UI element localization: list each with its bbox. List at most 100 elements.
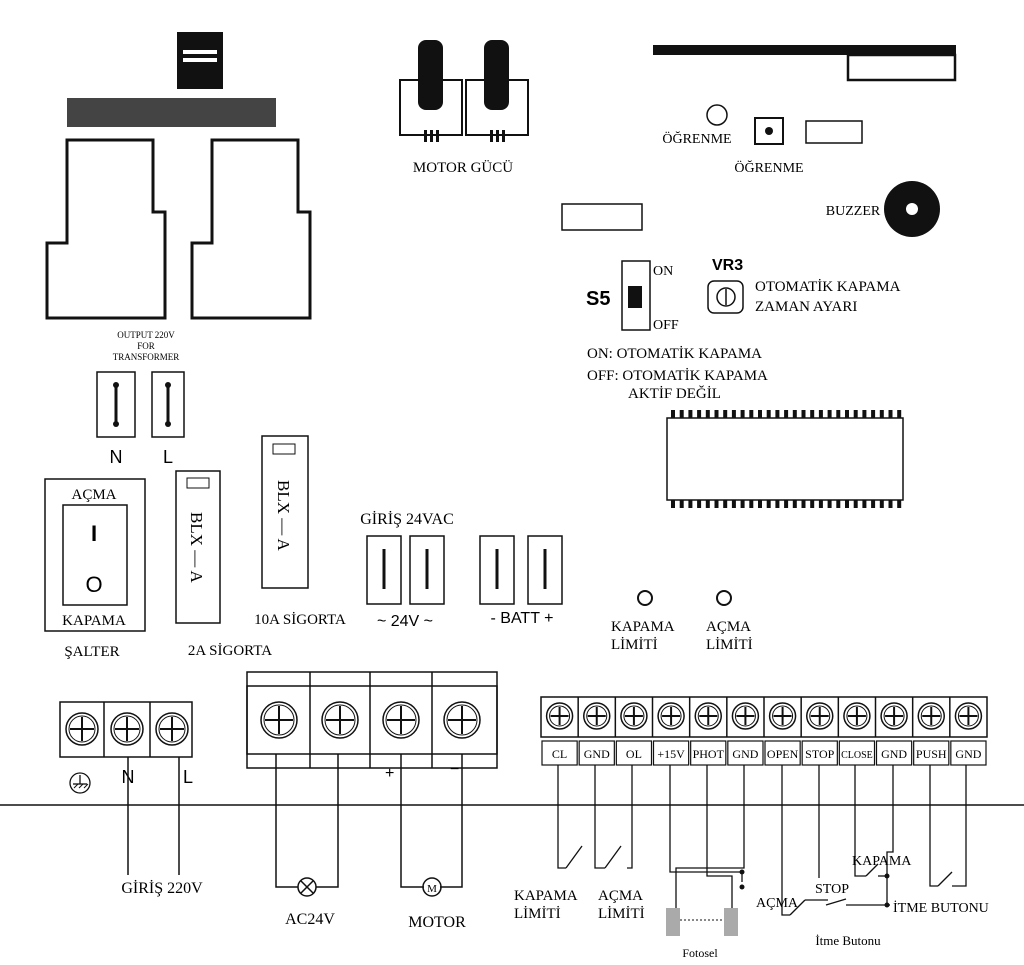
wire-push [929, 765, 938, 887]
chip-pin [853, 500, 858, 508]
earth-icon [69, 772, 91, 794]
fuse-2a [175, 470, 221, 624]
terminal-label-box [615, 740, 653, 766]
screw-head [545, 702, 574, 730]
terminal-label: GND [955, 747, 981, 761]
fuse-10a-rating: BLX — A [274, 480, 293, 552]
switch-open-limit [604, 845, 622, 869]
pot-pin [502, 130, 505, 142]
chip-pin [853, 410, 858, 418]
wire-phot [706, 765, 733, 887]
chip-pin [871, 500, 876, 508]
connector-slot [183, 50, 217, 54]
control-screw [545, 702, 574, 730]
jumper-batt-1 [479, 535, 515, 605]
screw-head [155, 712, 189, 746]
screw-ring [385, 704, 417, 736]
junction-dot [739, 869, 745, 875]
fuses: BLX — A 2A SİGORTA BLX — A 10A SİGORTA [175, 435, 346, 659]
control-screw [954, 702, 983, 730]
chip-pin [845, 410, 849, 418]
transformer-block: OUTPUT 220V FOR TRANSFORMER [45, 32, 312, 362]
screw-head [110, 712, 144, 746]
screw-ring [324, 704, 356, 736]
screw-ring [549, 705, 571, 727]
motor-screw [443, 701, 481, 739]
screw-head [583, 702, 611, 730]
chip-pin [792, 410, 797, 418]
terminal-label: OL [626, 747, 642, 761]
terminal-label-box [652, 740, 690, 766]
terminal-label-box [875, 740, 913, 766]
chip-pin [871, 410, 876, 418]
learn-led [706, 104, 728, 126]
chip-pin [688, 500, 693, 508]
chip-pin [766, 410, 771, 418]
chip-pin [671, 500, 675, 508]
terminal-label-box [950, 740, 987, 766]
motor-icon [422, 877, 442, 897]
switch-close-limit [565, 845, 583, 869]
jumper-n-label: N [110, 447, 123, 467]
terminal-label-box [801, 740, 838, 766]
transformer-bar [67, 98, 276, 127]
junction-dot [884, 902, 890, 908]
wire-15v [669, 765, 743, 882]
chip-pin [801, 410, 806, 418]
pot-pin [436, 130, 439, 142]
dip-on-label: ON [653, 264, 673, 279]
lamp-icon-cross [300, 880, 314, 894]
screw-head [65, 712, 99, 746]
dip-on-desc: ON: OTOMATİK KAPAMA [587, 346, 762, 362]
wire-gnd-1 [594, 765, 605, 869]
vr3-desc-1: OTOMATİK KAPAMA [755, 279, 901, 295]
learn-led-label: ÖĞRENME [662, 130, 731, 147]
lamp-label: AC24V [285, 911, 335, 928]
wire-gnd-4 [952, 765, 967, 887]
photocell: Fotosel [666, 887, 738, 960]
chip-pin [879, 410, 884, 418]
photocell-receiver [724, 908, 738, 936]
learn-button [754, 117, 784, 145]
chip-pin [731, 500, 736, 508]
control-screw [880, 702, 908, 730]
output-label-3: TRANSFORMER [113, 352, 180, 362]
screw-ring [809, 705, 831, 727]
control-screw [843, 702, 871, 730]
screw-ring [623, 705, 645, 727]
screw-ring [660, 705, 682, 727]
power-switch: AÇMA I O KAPAMA ŞALTER [44, 478, 146, 660]
output-label-1: OUTPUT 220V [117, 330, 175, 340]
chip-pin [775, 500, 780, 508]
chip-pin [784, 500, 789, 508]
limit-leds: KAPAMA LİMİTİ AÇMA LİMİTİ [611, 590, 753, 653]
chip-pin [705, 410, 710, 418]
dip-switch-lever [628, 286, 642, 308]
screw-ring [772, 705, 794, 727]
chip-pin [749, 500, 754, 508]
chip-pin [749, 410, 754, 418]
screw-head [694, 702, 722, 730]
chip-pin [714, 410, 719, 418]
motor-minus-label: − [450, 761, 459, 778]
close-button-label: KAPAMA [852, 854, 912, 869]
learn-button-dot [765, 127, 773, 135]
screw-head [620, 702, 648, 730]
switch-stop-button [825, 898, 847, 906]
jumper-dot [113, 421, 119, 427]
terminal-label-box [838, 740, 876, 766]
terminal-label: CLOSE [841, 750, 873, 761]
wire-gnd-3 [886, 765, 894, 905]
switch-frame [44, 478, 146, 632]
push-button-label-upper: İTME BUTONU [893, 900, 989, 916]
pot-pin [430, 130, 433, 142]
board-edge-notch [846, 53, 957, 82]
supply-jumpers: GİRİŞ 24VAC ~ 24V ~ - BATT + [360, 510, 563, 630]
earth-icon-hatch [73, 783, 79, 789]
screw-head [917, 702, 945, 730]
open-limit-switch-label-2: LİMİTİ [598, 906, 645, 922]
chip-pin [723, 410, 728, 418]
